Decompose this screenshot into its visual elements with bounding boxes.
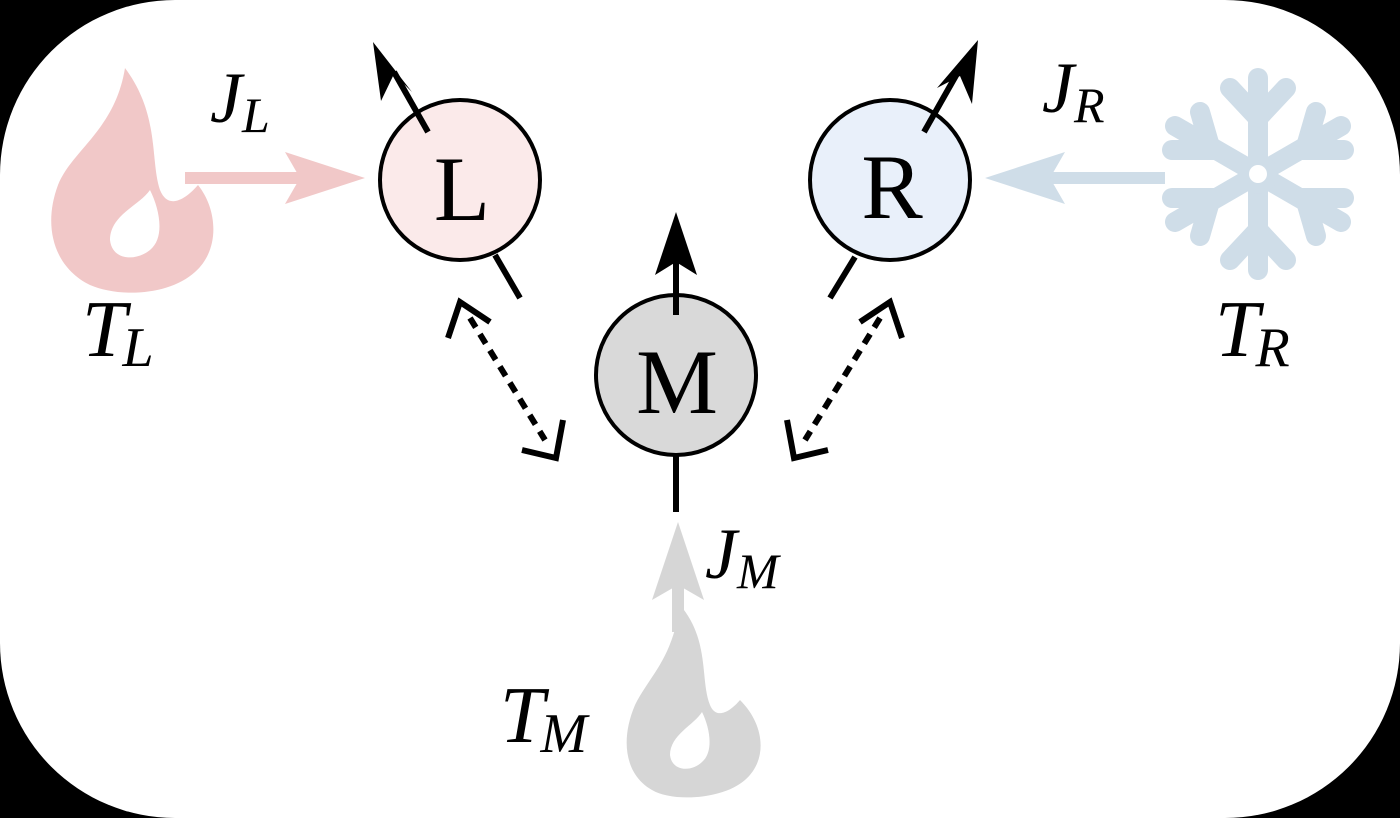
heat-flow-arrowhead-left: [285, 152, 365, 204]
spin-node-L: L: [373, 42, 542, 300]
label-J-R: JR: [1042, 48, 1105, 133]
coupling-arrowhead-R-end: [858, 297, 905, 339]
heat-flow-arrowhead-middle: [652, 522, 704, 600]
node-circle-L: [378, 98, 542, 262]
node-circle-R: [808, 98, 972, 262]
left-bath: [51, 68, 365, 293]
node-label-R: R: [861, 136, 923, 238]
label-J-L: JL: [210, 58, 270, 143]
spin-node-R: R: [808, 40, 978, 300]
label-T-M: TM: [500, 672, 591, 765]
right-bath: [985, 68, 1354, 280]
coupling-arrowhead-M-end: [784, 419, 829, 462]
spin-arrowhead-R: [937, 40, 978, 104]
node-label-L: L: [434, 138, 490, 240]
spin-tail-L: [492, 253, 523, 300]
label-J-M: JM: [705, 514, 781, 599]
spin-tail-R: [827, 255, 858, 300]
heat-flow-arrowhead-right: [985, 152, 1065, 204]
flame-icon: [626, 605, 761, 798]
spin-arrow-R: [921, 70, 961, 134]
flame-icon: [51, 68, 214, 293]
label-T-R: TR: [1215, 286, 1290, 379]
spin-arrowhead-L: [373, 42, 412, 101]
node-label-M: M: [636, 331, 718, 433]
coupling-L-M: [445, 297, 566, 462]
spin-node-M: M: [594, 212, 758, 512]
coupling-arrowhead-M-end: [521, 419, 566, 462]
spin-arrow-L: [391, 70, 431, 134]
coupling-R-M: [784, 297, 905, 462]
label-T-L: TL: [82, 286, 154, 379]
middle-bath: [626, 522, 761, 798]
spin-arrowhead-M: [655, 212, 697, 275]
coupling-arrowhead-L-end: [445, 297, 492, 339]
